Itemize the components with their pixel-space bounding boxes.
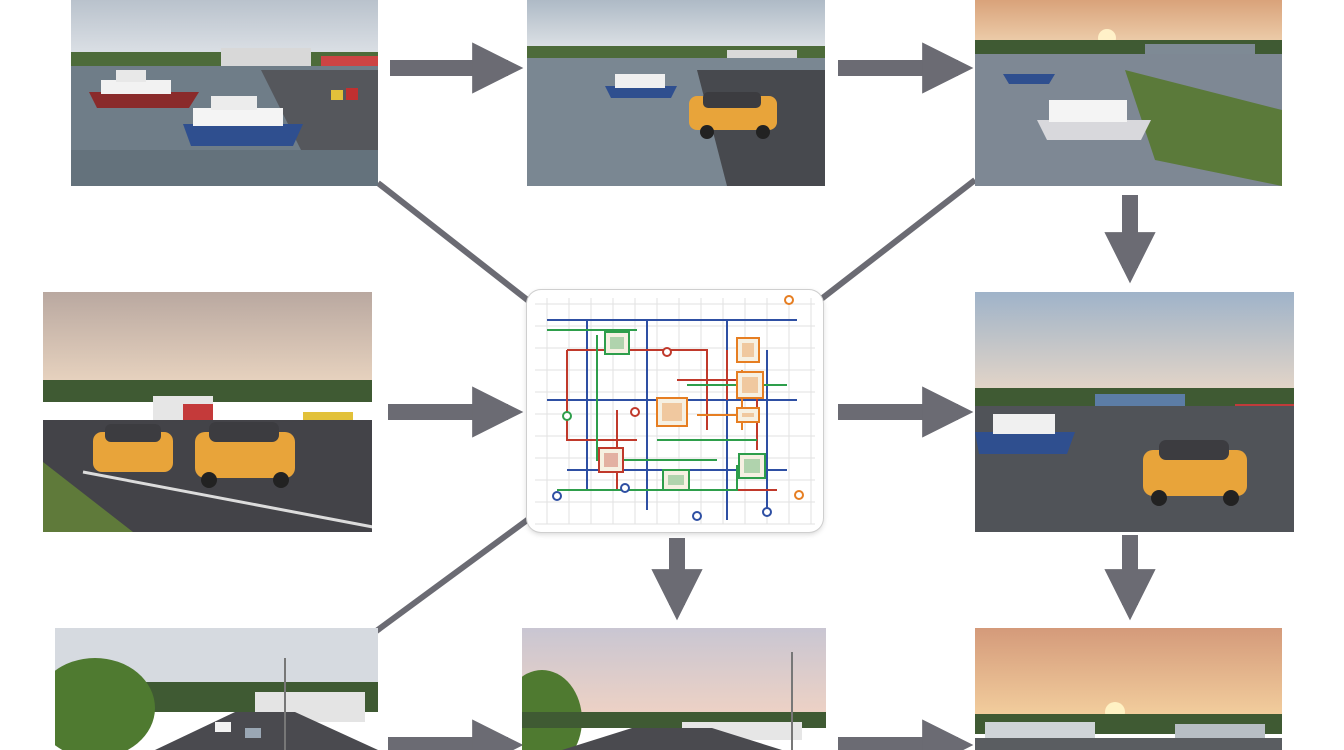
photo-harbor-sunset: [975, 0, 1282, 186]
photo-harbor-road-car: [975, 292, 1294, 532]
connector-top-right: [818, 177, 977, 303]
photo-harbor-boats: [71, 0, 378, 186]
photo-sunset-town: [975, 628, 1282, 750]
circuit-diagram-card: [527, 290, 823, 532]
connector-bottom-left: [373, 515, 532, 635]
photo-road-cars: [43, 292, 372, 532]
connector-top-left: [376, 180, 532, 305]
photo-road-trees: [55, 628, 378, 750]
photo-road-dusk: [522, 628, 826, 750]
circuit-board-icon: [535, 295, 815, 525]
photo-harbor-car: [527, 0, 825, 186]
